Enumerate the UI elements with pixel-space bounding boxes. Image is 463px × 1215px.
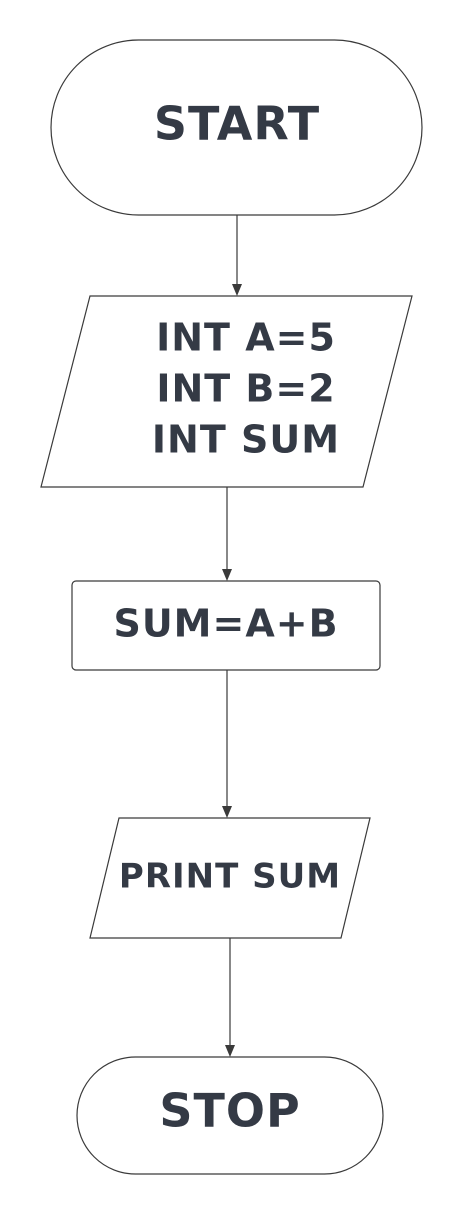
stop-terminator [76,1056,384,1175]
output-label: PRINT SUM [119,857,341,897]
declare-line-2: INT B=2 [156,367,335,411]
arrowhead-4 [225,1045,235,1057]
stop-label: STOP [159,1084,300,1138]
process-box [71,580,381,671]
arrowhead-2 [222,569,232,581]
declare-line-3: INT SUM [152,418,340,462]
output-parallelogram [89,817,371,939]
declare-line-1: INT A=5 [156,316,336,360]
process-label: SUM=A+B [113,602,338,646]
declare-parallelogram [40,295,413,488]
arrowhead-1 [232,284,242,296]
arrowhead-3 [222,806,232,818]
start-label: START [154,97,320,151]
